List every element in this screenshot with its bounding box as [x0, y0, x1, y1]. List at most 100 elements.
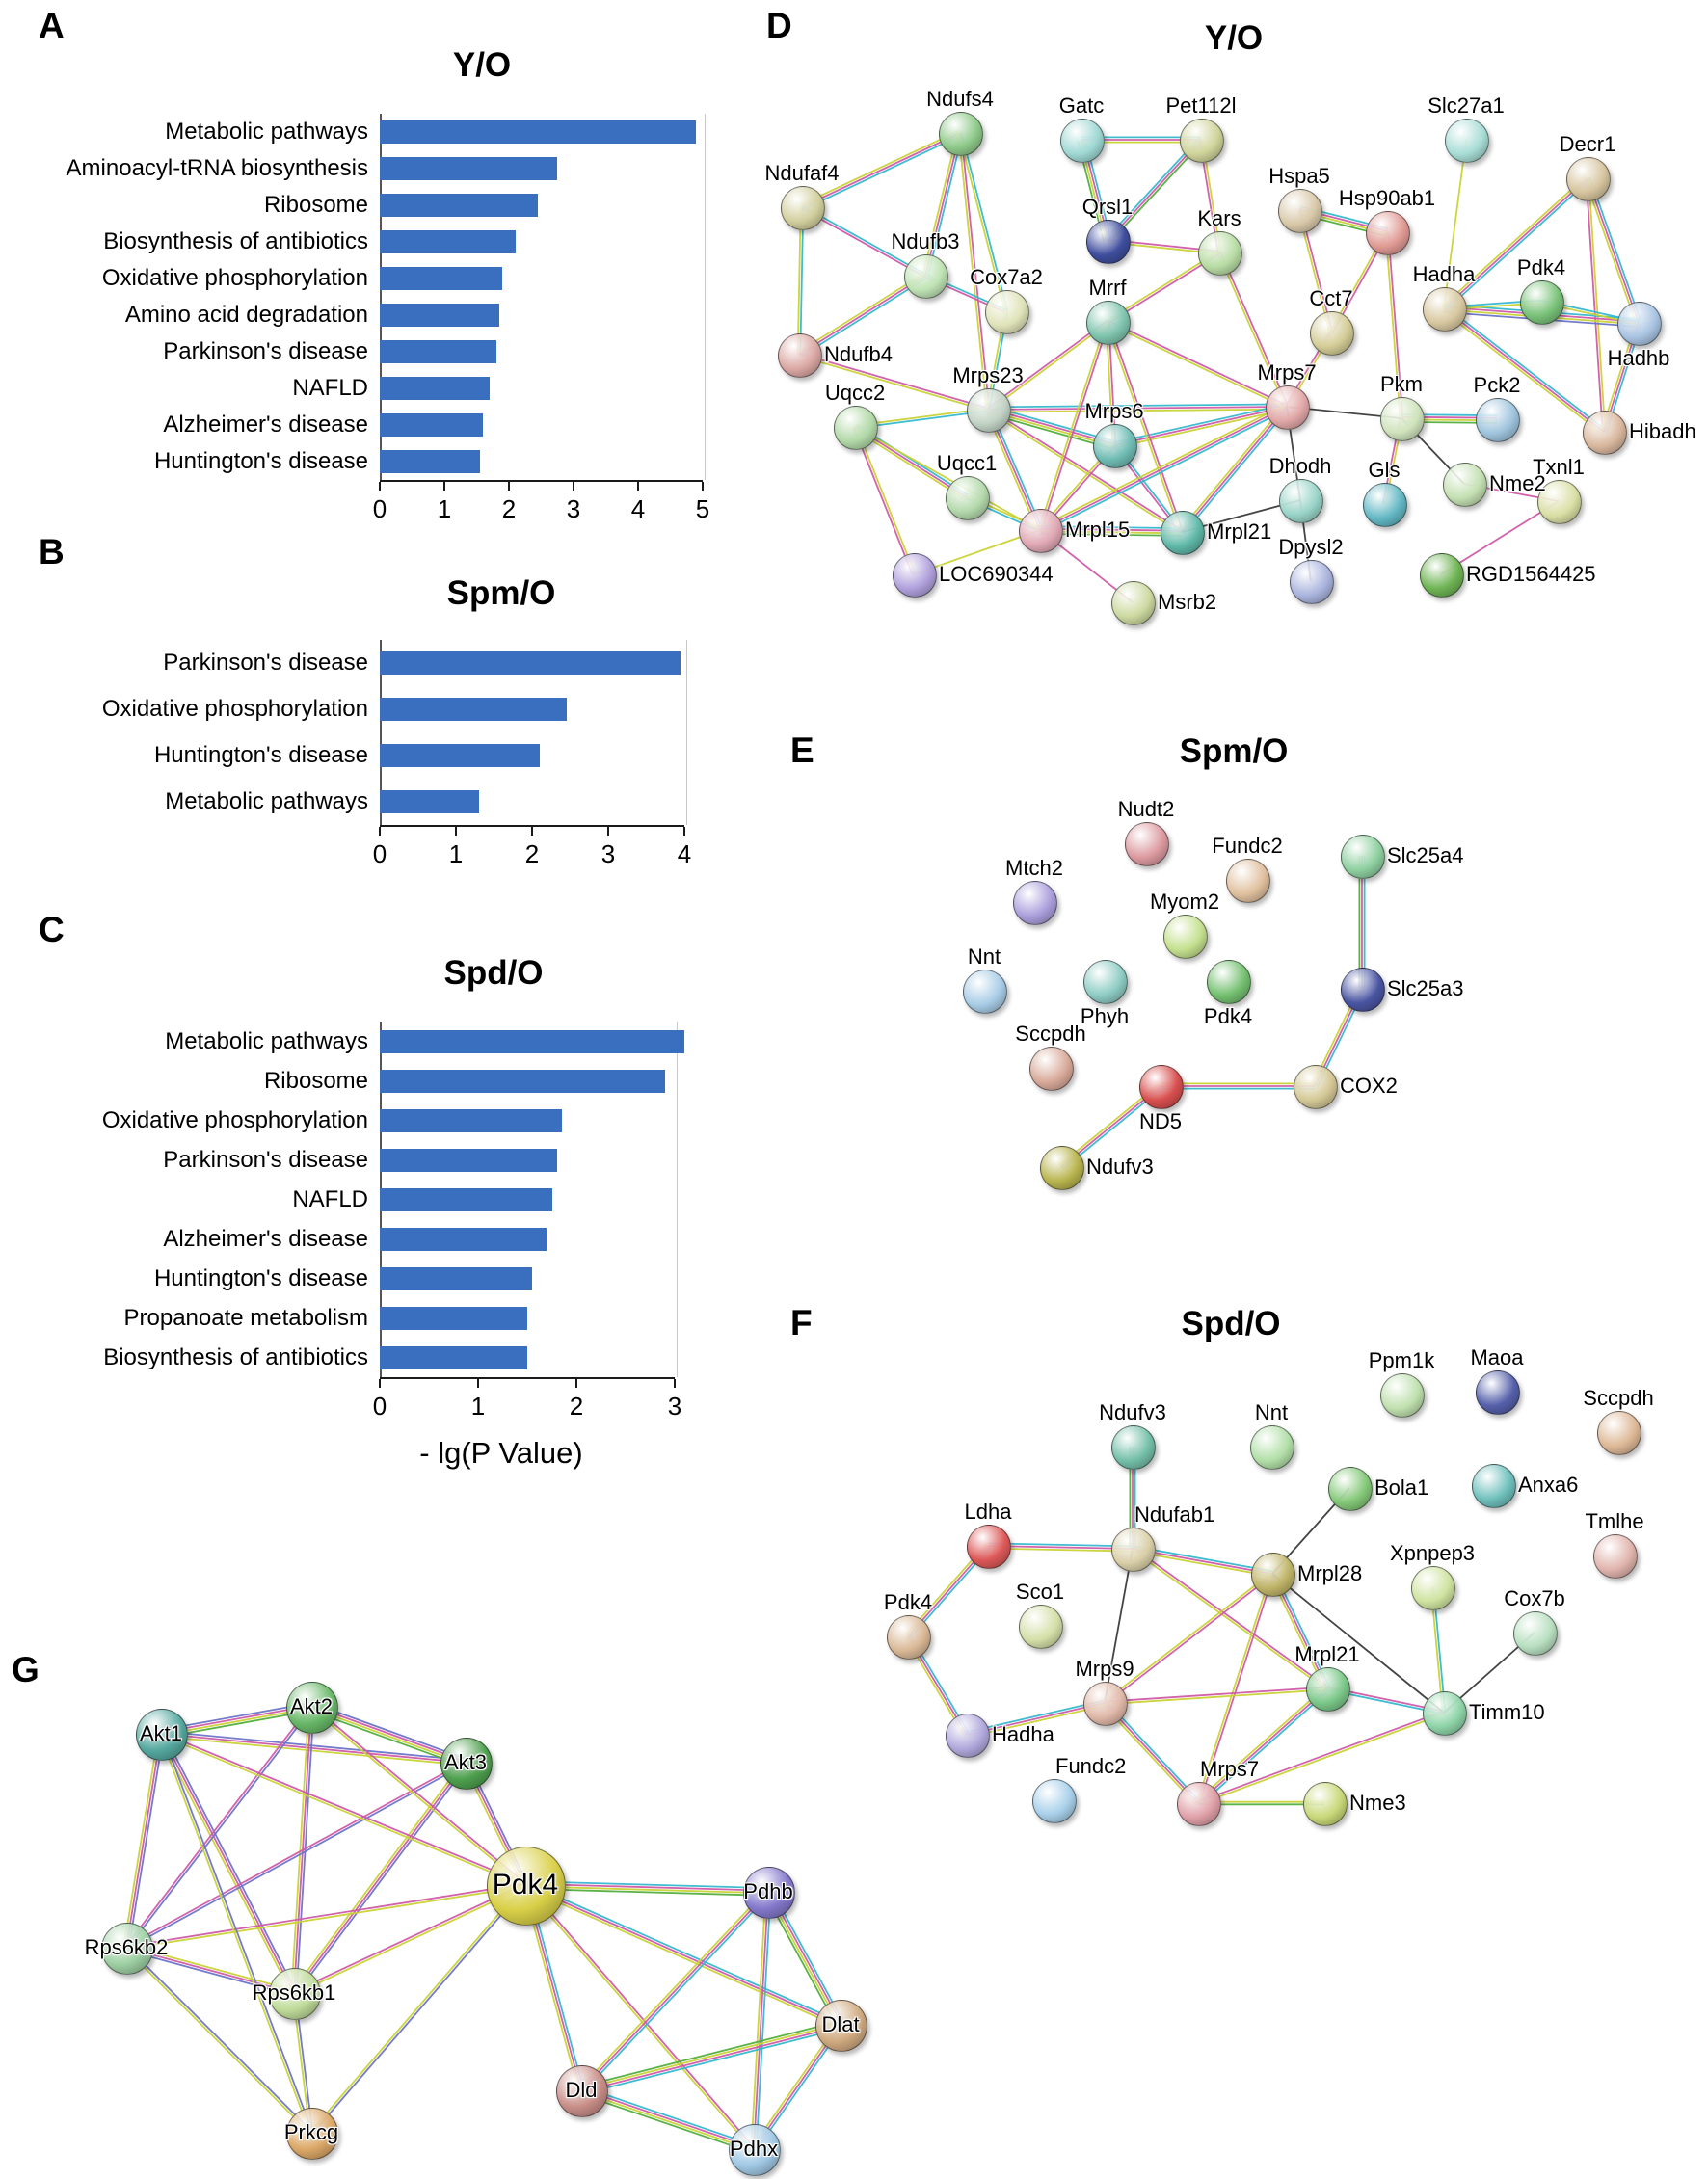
chart-title-spmo: Spm/O: [446, 574, 556, 612]
network-edge-ndufs4-mrps23: [960, 132, 991, 410]
node-f-ppm1k: [1380, 1373, 1425, 1418]
category-label: Propanoate metabolism: [123, 1304, 368, 1331]
node-d-pck2: [1476, 398, 1520, 442]
node-label-slc25a3: Slc25a3: [1387, 976, 1464, 1000]
bar-row: Parkinson's disease: [50, 640, 684, 686]
bar-row: Oxidative phosphorylation: [50, 1101, 684, 1140]
network-edge-ndufaf4-ndufb4: [799, 207, 805, 356]
network-edge-akt1-akt3: [161, 1730, 467, 1762]
network-edge-mrpl15-mrpl21: [1039, 532, 1182, 537]
node-g-rps6kb2: [101, 1923, 153, 1975]
node-label-xpnpep3: Xpnpep3: [1389, 1541, 1476, 1565]
bar: [380, 790, 479, 813]
axis-tick: [637, 482, 639, 491]
bar: [380, 1029, 685, 1053]
node-g-akt1: [136, 1709, 188, 1761]
node-label-ndufs4: Ndufs4: [926, 87, 994, 111]
network-edge-ldha-ndufab1: [987, 1545, 1134, 1550]
panel-letter-g: G: [12, 1650, 40, 1689]
node-d-rgd1564425: [1420, 553, 1464, 598]
axis-tick: [683, 827, 685, 836]
axis-tick-label: 3: [667, 1392, 682, 1421]
network-edge-ndufab1-mrpl28: [1132, 1550, 1272, 1578]
network-edge-ndufb4-mrps23: [798, 355, 988, 412]
network-edge-akt2-rps6kb2: [124, 1705, 311, 1948]
node-label-nme2: Nme2: [1489, 471, 1546, 495]
node-label-rps6kb2: Rps6kb2: [84, 1935, 169, 1959]
bar-row: Huntington's disease: [50, 732, 684, 779]
category-label: Huntington's disease: [153, 448, 368, 475]
network-edge-ndufs4-ndufaf4: [800, 129, 960, 206]
node-d-ndufaf4: [781, 186, 825, 230]
network-edge-rps6kb1-rps6kb2: [125, 1947, 295, 1994]
network-edge-ndufb4-mrps23: [799, 352, 989, 410]
node-g-dlat: [815, 2000, 867, 2052]
bar: [380, 230, 516, 253]
node-label-prkcg: Prkcg: [283, 2120, 339, 2144]
node-label-ndufaf4: Ndufaf4: [764, 161, 840, 185]
x-axis-label: - lg(P Value): [419, 1436, 583, 1470]
node-f-ndufab1: [1111, 1528, 1156, 1572]
network-edge-rps6kb1-pdk4: [294, 1885, 526, 1995]
node-d-hspa5: [1278, 189, 1322, 233]
node-label-nd5: ND5: [1138, 1109, 1183, 1133]
category-label: Amino acid degradation: [124, 302, 368, 329]
network-edge-ndufs4-cox7a2: [957, 133, 1006, 312]
bar: [380, 194, 539, 217]
network-edge-ndufs4-ndufaf4: [802, 134, 962, 211]
bar: [380, 413, 484, 437]
category-label: Oxidative phosphorylation: [101, 696, 368, 723]
node-d-dhodh: [1279, 479, 1323, 523]
node-label-pet112l: Pet112l: [1165, 93, 1237, 118]
node-d-mrpl21: [1161, 511, 1205, 555]
network-edge-rps6kb1-pdk4: [293, 1883, 525, 1993]
node-d-mrps7: [1266, 385, 1310, 430]
network-edge-hadha-mrps9: [966, 1699, 1105, 1734]
node-label-rgd1564425: RGD1564425: [1466, 562, 1596, 586]
network-edge-mrps23-mrpl21: [986, 410, 1182, 534]
network-edge-akt3-rps6kb2: [126, 1763, 467, 1950]
node-label-anxa6: Anxa6: [1518, 1473, 1579, 1497]
category-label: Aminoacyl-tRNA biosynthesis: [66, 155, 368, 182]
node-f-mrps7: [1177, 1782, 1221, 1826]
network-edge-rps6kb2-prkcg: [126, 1946, 313, 2133]
bar-row: Huntington's disease: [50, 443, 703, 480]
network-edge-slc27a1-hadha: [1443, 139, 1467, 309]
node-e-cox2: [1294, 1065, 1338, 1109]
node-d-msrb2: [1111, 581, 1156, 625]
network-edge-mrpl15-mrpl21: [1040, 525, 1183, 530]
category-label: Parkinson's disease: [163, 1146, 368, 1173]
node-label-cox2: COX2: [1340, 1074, 1398, 1098]
network-edge-akt1-rps6kb1: [157, 1734, 293, 1995]
axis-tick-label: 3: [600, 839, 616, 868]
node-d-ndufs4: [939, 112, 983, 156]
network-edge-ldha-ndufab1: [988, 1542, 1134, 1548]
network-edge-pdhb-pdhx: [755, 1892, 772, 2150]
node-label-mrpl21: Mrpl21: [1207, 519, 1272, 544]
network-edge-ndufaf4-ndufb3: [800, 207, 925, 278]
node-label-dld: Dld: [565, 2078, 598, 2102]
node-label-phyh: Phyh: [1080, 1004, 1130, 1028]
node-d-cct7: [1310, 311, 1354, 356]
network-edge-akt1-rps6kb2: [125, 1733, 162, 1949]
bar-row: Propanoate metabolism: [50, 1298, 684, 1338]
axis-tick: [443, 482, 445, 491]
node-d-mrps23: [967, 388, 1011, 433]
node-f-mrpl28: [1251, 1553, 1295, 1597]
axis-tick: [531, 827, 533, 836]
bar-row: Oxidative phosphorylation: [50, 686, 684, 732]
network-edge-hadha-mrps9: [967, 1704, 1106, 1739]
node-label-hsp90ab1: Hsp90ab1: [1338, 186, 1436, 210]
network-edge-ndufs4-ndufaf4: [801, 132, 961, 208]
bar-row: Metabolic pathways: [50, 779, 684, 825]
network-edge-qrsl1-pet112l: [1107, 139, 1202, 242]
node-d-ndufb4: [778, 333, 822, 378]
node-label-mrps23: Mrps23: [952, 363, 1024, 387]
node-f-ndufv3: [1111, 1425, 1156, 1470]
bar-row: Biosynthesis of antibiotics: [50, 224, 703, 260]
network-edge-akt1-prkcg: [158, 1734, 311, 2134]
network-edge-mrpl28-mrps9: [1105, 1574, 1274, 1705]
bar: [380, 1266, 533, 1290]
